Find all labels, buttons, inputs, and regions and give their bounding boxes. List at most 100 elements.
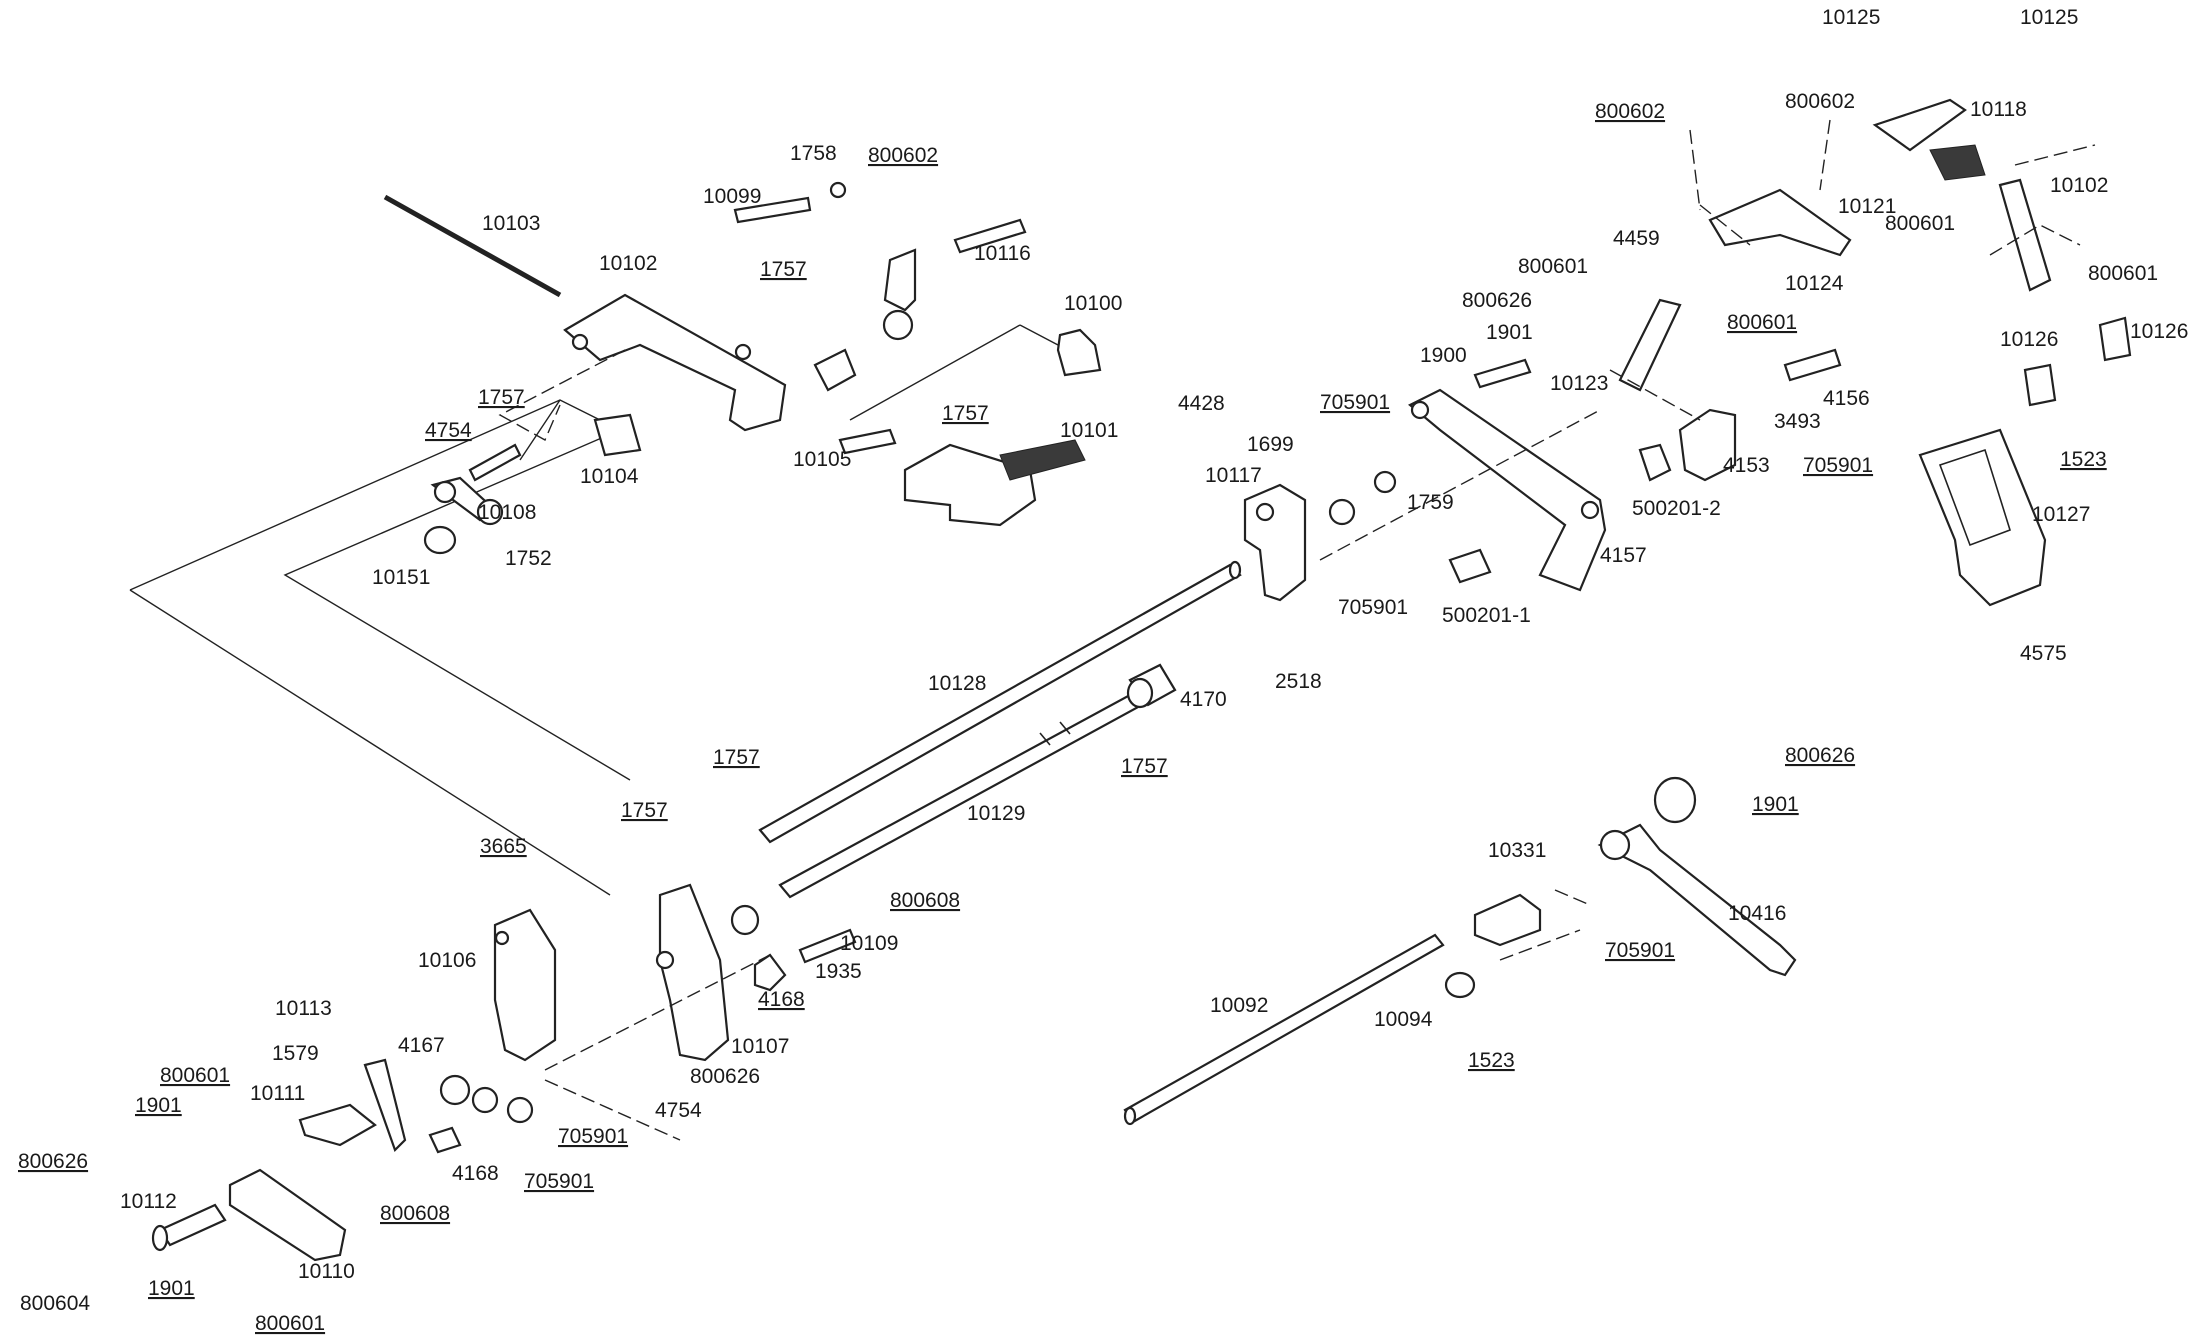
part-label-705901: 705901	[524, 1170, 594, 1193]
part-label-10331: 10331	[1488, 839, 1546, 862]
shaft-10092	[1123, 933, 1445, 1126]
part-label-4167: 4167	[398, 1034, 445, 1057]
pin-10109	[798, 928, 857, 964]
alignment-lines	[498, 119, 2096, 1141]
part-label-1758: 1758	[790, 142, 837, 165]
part-label-1900: 1900	[1420, 344, 1467, 367]
part-label-10118: 10118	[1970, 98, 2027, 121]
part-label-3493: 3493	[1774, 410, 1821, 433]
part-label-1757: 1757	[942, 402, 989, 425]
part-label-800626: 800626	[1462, 289, 1532, 312]
part-label-10100: 10100	[1064, 292, 1122, 315]
part-label-10112: 10112	[120, 1190, 177, 1213]
part-label-10129: 10129	[967, 802, 1025, 825]
part-label-4168: 4168	[452, 1162, 499, 1185]
part-label-1757: 1757	[478, 386, 525, 409]
part-label-800604: 800604	[20, 1292, 90, 1315]
part-label-10127: 10127	[2032, 503, 2090, 526]
part-label-10121: 10121	[1838, 195, 1896, 218]
part-label-1523: 1523	[1468, 1049, 1515, 1072]
part-label-1699: 1699	[1247, 433, 1294, 456]
part-label-4157: 4157	[1600, 544, 1647, 567]
part-label-800601: 800601	[2088, 262, 2158, 285]
bracket-10106	[493, 908, 557, 1062]
rod-10103	[383, 194, 562, 298]
part-label-2518: 2518	[1275, 670, 1322, 693]
upper-right-levers	[1473, 98, 2052, 482]
part-label-800601: 800601	[1727, 311, 1797, 334]
clamp-10117	[1243, 470, 1492, 602]
part-label-800602: 800602	[1595, 100, 1665, 123]
part-label-4428: 4428	[1178, 392, 1225, 415]
part-label-4153: 4153	[1723, 454, 1770, 477]
part-label-1523: 1523	[2060, 448, 2107, 471]
part-label-3665: 3665	[480, 835, 527, 858]
part-label-1757: 1757	[621, 799, 668, 822]
lever-10416	[1444, 776, 1797, 999]
part-label-705901: 705901	[1803, 454, 1873, 477]
part-label-10416: 10416	[1728, 902, 1786, 925]
part-label-10126: 10126	[2130, 320, 2188, 343]
part-label-800601: 800601	[160, 1064, 230, 1087]
part-label-800608: 800608	[380, 1202, 450, 1225]
block-10101	[903, 439, 1086, 527]
part-label-1752: 1752	[505, 547, 552, 570]
part-label-10107: 10107	[731, 1035, 789, 1058]
part-label-10109: 10109	[840, 932, 898, 955]
part-label-10094: 10094	[1374, 1008, 1433, 1031]
part-label-10125: 10125	[1822, 6, 1880, 29]
part-label-800601: 800601	[1885, 212, 1955, 235]
part-label-705901: 705901	[558, 1125, 628, 1148]
collar-4170	[1126, 663, 1177, 709]
part-label-1935: 1935	[815, 960, 862, 983]
part-label-1579: 1579	[272, 1042, 319, 1065]
part-label-10111: 10111	[250, 1082, 305, 1105]
part-label-4156: 4156	[1823, 387, 1870, 410]
shaft-10128	[758, 560, 1242, 844]
part-label-10116: 10116	[974, 242, 1031, 265]
part-label-800626: 800626	[18, 1150, 88, 1173]
part-label-10104: 10104	[580, 465, 639, 488]
part-label-10099: 10099	[703, 185, 761, 208]
part-label-800601: 800601	[1518, 255, 1588, 278]
part-label-10106: 10106	[418, 949, 476, 972]
bracket-4157	[1408, 388, 1607, 592]
part-label-705901: 705901	[1338, 596, 1408, 619]
part-label-10128: 10128	[928, 672, 986, 695]
part-label-10151: 10151	[372, 566, 430, 589]
part-label-1901: 1901	[1752, 793, 1799, 816]
part-label-10108: 10108	[478, 501, 536, 524]
part-label-4170: 4170	[1180, 688, 1227, 711]
part-label-10102: 10102	[599, 252, 657, 275]
part-label-1901: 1901	[148, 1277, 195, 1300]
link-10111	[298, 1058, 534, 1154]
part-label-10092: 10092	[1210, 994, 1268, 1017]
part-label-500201-1: 500201-1	[1442, 604, 1531, 627]
part-label-1901: 1901	[1486, 321, 1533, 344]
part-label-1757: 1757	[713, 746, 760, 769]
cam-10107	[655, 883, 787, 1062]
pins-upper-left	[423, 181, 1102, 555]
part-label-10123: 10123	[1550, 372, 1608, 395]
part-number-labels: 10125 10125 800602 800602 10118 10121 10102 800…	[18, 6, 2188, 1335]
part-label-10102: 10102	[2050, 174, 2108, 197]
part-label-800626: 800626	[1785, 744, 1855, 767]
part-label-800602: 800602	[868, 144, 938, 167]
part-label-10126: 10126	[2000, 328, 2058, 351]
part-label-1759: 1759	[1407, 491, 1454, 514]
part-label-4754: 4754	[655, 1099, 702, 1122]
part-label-800608: 800608	[890, 889, 960, 912]
part-label-800602: 800602	[1785, 90, 1855, 113]
part-label-500201-2: 500201-2	[1632, 497, 1721, 520]
part-label-4168: 4168	[758, 988, 805, 1011]
part-label-705901: 705901	[1320, 391, 1390, 414]
part-label-1901: 1901	[135, 1094, 182, 1117]
part-label-1757: 1757	[760, 258, 807, 281]
bracket-10102-left	[563, 248, 917, 432]
part-label-10125: 10125	[2020, 6, 2078, 29]
part-label-10117: 10117	[1205, 464, 1262, 487]
part-label-10124: 10124	[1785, 272, 1844, 295]
part-label-10105: 10105	[793, 448, 851, 471]
bracket-10110	[151, 1168, 347, 1262]
